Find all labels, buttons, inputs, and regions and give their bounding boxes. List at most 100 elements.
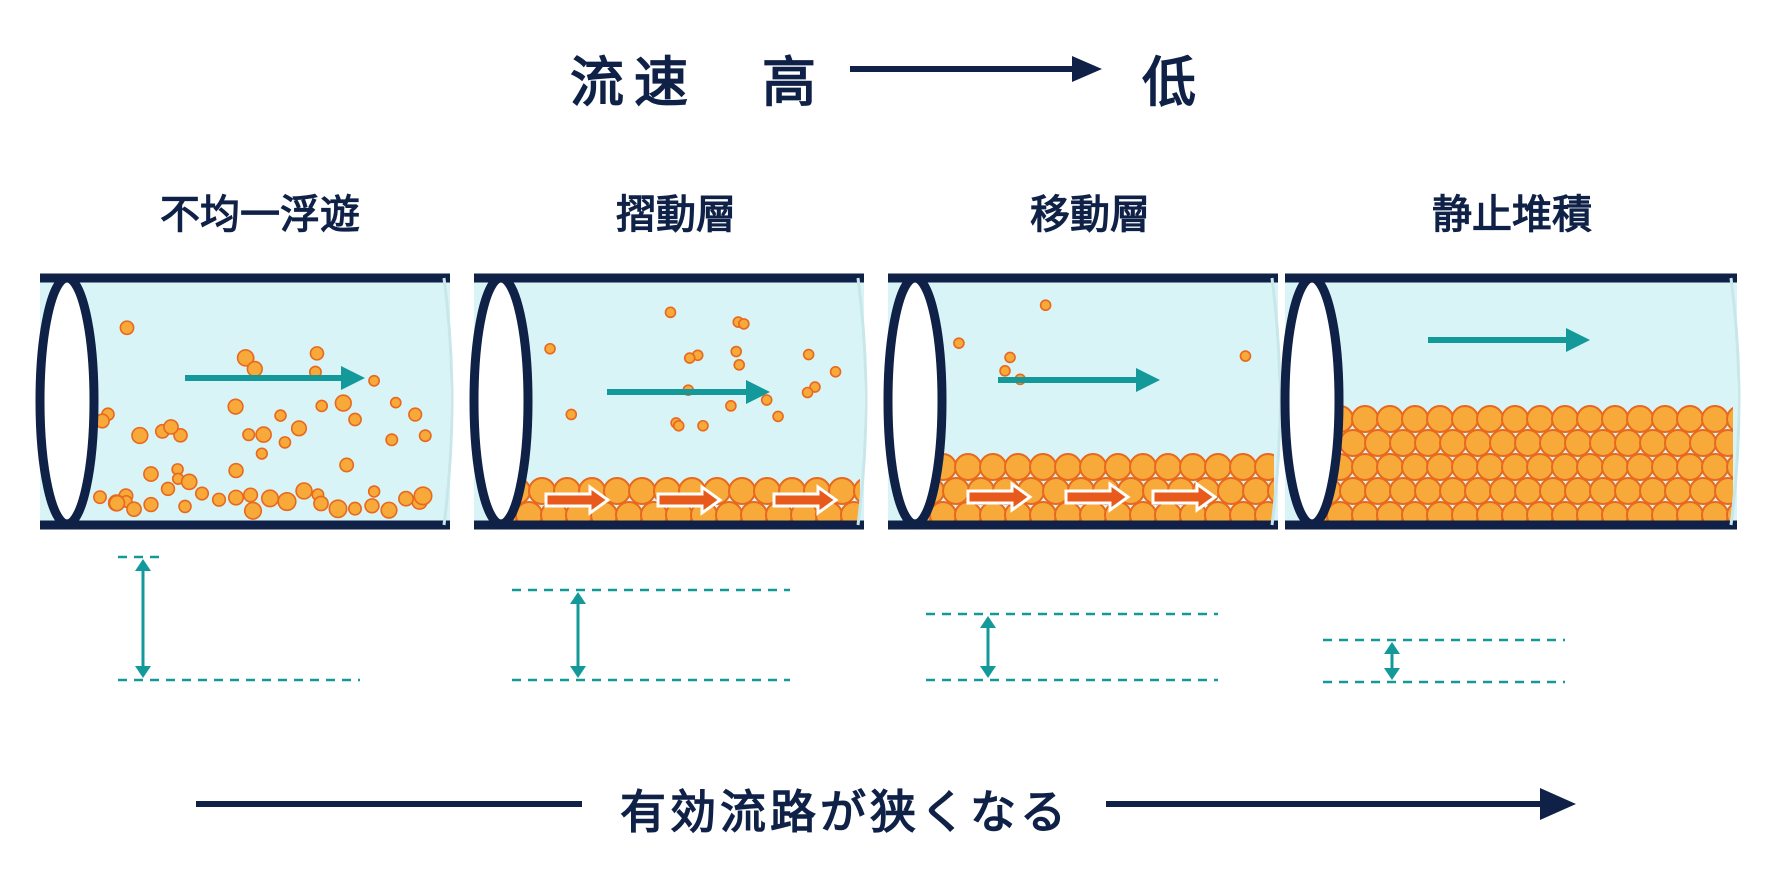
sliding-arrow — [772, 484, 839, 516]
suspended-particle — [242, 428, 256, 442]
bed-particle — [1551, 453, 1579, 481]
pipe-opening — [469, 273, 533, 529]
bed-particle — [1376, 405, 1404, 433]
sliding-arrow — [544, 484, 611, 516]
bed-particle — [1154, 453, 1182, 481]
suspended-particle — [227, 489, 245, 506]
bed-particle — [1651, 453, 1679, 481]
pipe-far-end — [1729, 277, 1741, 526]
suspended-particle — [290, 420, 308, 437]
bed-particle — [1651, 405, 1679, 433]
bed-particle — [628, 477, 656, 505]
bed-particle — [1476, 453, 1504, 481]
bed-particle — [1601, 405, 1629, 433]
bed-particle — [1364, 429, 1392, 457]
bed-particle — [1526, 453, 1554, 481]
bed-particle — [1389, 477, 1417, 505]
clearance-arrow-head-down — [135, 666, 151, 678]
suspended-particle — [367, 485, 381, 498]
bed-particle — [1639, 477, 1667, 505]
bed-particle — [942, 477, 970, 505]
sliding-arrow — [1064, 481, 1131, 513]
bed-particle — [1389, 429, 1417, 457]
bed-particle — [1104, 453, 1132, 481]
sliding-arrow — [1151, 481, 1218, 513]
suspended-particle — [697, 419, 709, 432]
suspended-particle — [160, 481, 176, 497]
velocity-arrow — [850, 56, 1102, 82]
suspended-particle — [131, 426, 149, 445]
particles — [93, 320, 433, 520]
bed-particle — [1229, 453, 1257, 481]
narrowing-arrow — [196, 788, 1576, 820]
bed-particle — [1217, 477, 1245, 505]
bed-particle — [1267, 478, 1274, 504]
suspended-particle — [730, 345, 743, 358]
pipe-far-end — [1270, 277, 1282, 526]
clearance-indicator — [1323, 638, 1565, 684]
suspended-particle — [664, 306, 677, 319]
pipe-opening — [883, 273, 947, 529]
clearance-indicator — [926, 612, 1218, 682]
bed-particle — [1501, 405, 1529, 433]
sliding-arrow — [966, 481, 1033, 513]
bed-particle — [1401, 453, 1429, 481]
bed-particle — [1004, 453, 1032, 481]
suspended-particle — [173, 427, 188, 443]
stage-label-stationary-deposit: 静止堆積 — [1432, 192, 1592, 238]
bed-particle — [1129, 453, 1157, 481]
bed-particle — [1254, 453, 1274, 481]
suspended-particle — [295, 482, 313, 500]
pipe-far-end — [856, 277, 868, 526]
suspended-particle — [339, 457, 355, 473]
suspended-particle — [413, 486, 433, 506]
bed-particle — [1476, 405, 1504, 433]
bed-particle — [1464, 429, 1492, 457]
pipe-far-end — [442, 277, 454, 526]
suspended-particle — [802, 348, 815, 361]
bed-particle — [1526, 405, 1554, 433]
bed-particle — [1664, 429, 1692, 457]
suspended-particle — [126, 501, 142, 518]
clearance-indicator — [512, 588, 790, 682]
clearance-arrow-head-up — [1384, 642, 1400, 654]
suspended-particle — [260, 489, 280, 508]
velocity-low-label: 低 — [1142, 51, 1196, 114]
bed-particle — [1689, 429, 1717, 457]
bed-particle — [1401, 405, 1429, 433]
bed-particle — [1576, 405, 1604, 433]
suspended-particle — [347, 501, 363, 516]
bed-particle — [1589, 477, 1617, 505]
suspended-particle — [565, 408, 578, 421]
suspended-particle — [801, 386, 814, 399]
bed-particle — [853, 478, 860, 504]
bed-particle — [1676, 453, 1704, 481]
sliding-arrow — [656, 484, 723, 516]
bed-particle — [1079, 453, 1107, 481]
bed-particle — [840, 501, 860, 521]
bed-particle — [1501, 453, 1529, 481]
suspended-particle — [243, 487, 259, 503]
bed-particle — [1539, 429, 1567, 457]
bed-particle — [1514, 429, 1542, 457]
bed-particle — [1414, 477, 1442, 505]
suspended-particle — [408, 407, 423, 422]
suspended-particle — [772, 410, 784, 423]
bed-particle — [1351, 405, 1379, 433]
suspended-particle — [389, 396, 402, 409]
bed-particle — [1701, 405, 1729, 433]
bed-particle — [1589, 429, 1617, 457]
bed-particle — [1414, 429, 1442, 457]
clearance-arrow-head-up — [980, 616, 996, 628]
suspended-particle — [228, 462, 244, 479]
pipe-opening — [1280, 273, 1344, 529]
bed-particle — [1539, 477, 1567, 505]
bed-particle — [1639, 429, 1667, 457]
effective-flow-path-narrows-label: 有効流路が狭くなる — [620, 785, 1070, 839]
suspended-particle — [348, 412, 362, 427]
bed-particle — [1439, 477, 1467, 505]
suspended-particle — [236, 349, 255, 367]
suspended-particle — [1239, 350, 1252, 362]
pipe-stage-2 — [469, 273, 868, 682]
bed-particle — [1464, 477, 1492, 505]
